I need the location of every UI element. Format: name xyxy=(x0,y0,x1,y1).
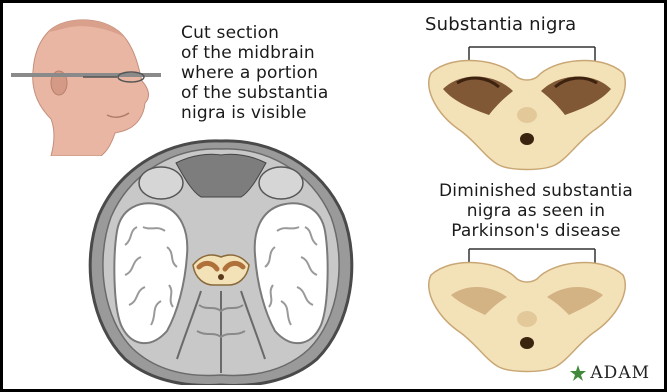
cut-caption-line-3: where a portion xyxy=(181,63,391,83)
logo-text: ADAM xyxy=(590,363,650,383)
star-leaf-icon xyxy=(569,364,587,382)
cut-caption-line-4: of the substantia xyxy=(181,83,391,103)
diminished-line-3: Parkinson's disease xyxy=(401,221,667,241)
brain-cross-section xyxy=(81,135,361,385)
cut-caption-line-5: nigra is visible xyxy=(181,103,391,123)
substantia-nigra-label: Substantia nigra xyxy=(425,15,576,35)
aqueduct-diminished xyxy=(520,337,534,349)
midbrain-highlight xyxy=(193,255,249,285)
adam-logo: ADAM xyxy=(569,363,650,383)
parkinsons-midbrain-section xyxy=(417,239,637,379)
aqueduct-normal xyxy=(520,133,534,145)
cut-caption-line-2: of the midbrain xyxy=(181,43,391,63)
diminished-caption: Diminished substantia nigra as seen in P… xyxy=(401,181,667,241)
diminished-line-2: nigra as seen in xyxy=(401,201,667,221)
diminished-line-1: Diminished substantia xyxy=(401,181,667,201)
cut-caption-line-1: Cut section xyxy=(181,23,391,43)
cut-section-caption: Cut section of the midbrain where a port… xyxy=(181,23,391,123)
normal-midbrain-section xyxy=(417,37,637,177)
